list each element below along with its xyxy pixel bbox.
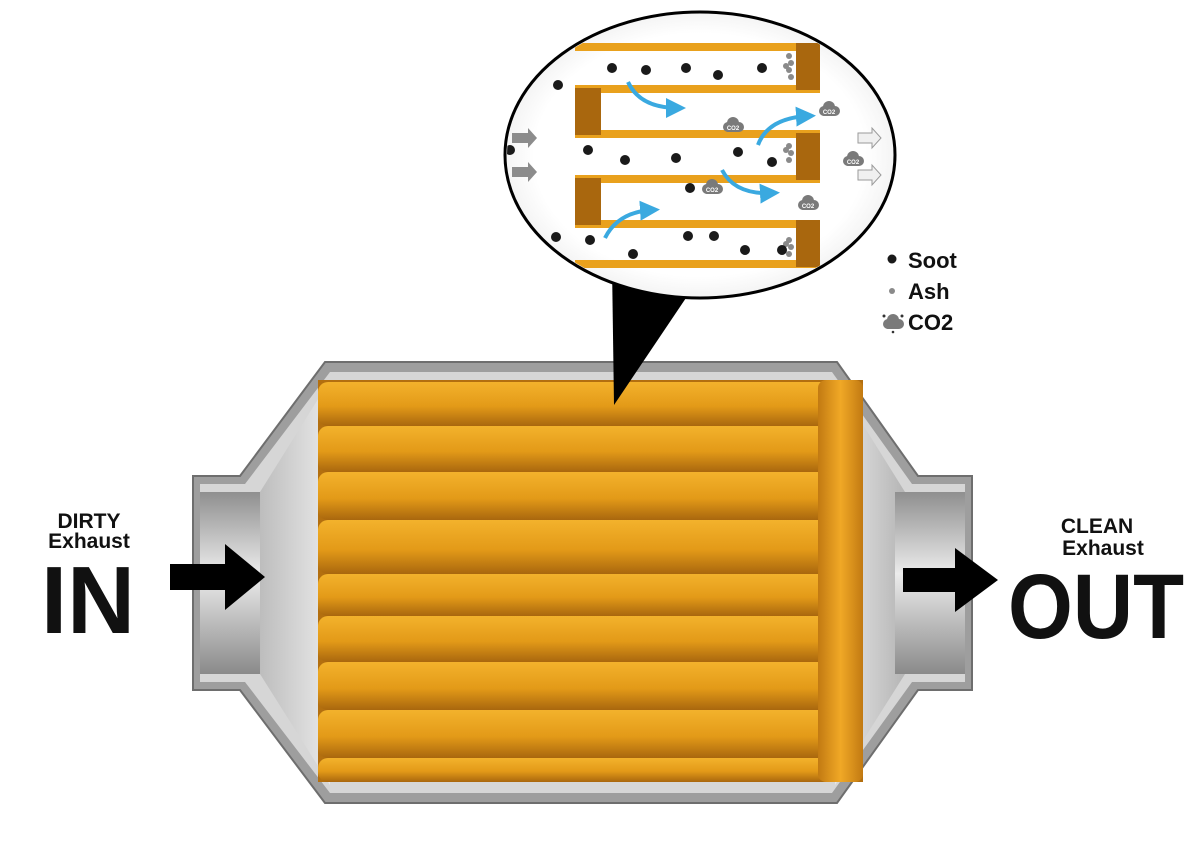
channel-plug-left (575, 178, 601, 225)
ash-cluster (783, 53, 794, 257)
co2-cloud-text: CO2 (847, 160, 860, 166)
filter-rib (318, 520, 836, 574)
channel-plug-right (796, 220, 820, 267)
outlet-big-label: OUT (1008, 556, 1184, 658)
outlet-label-line2: Exhaust (1062, 537, 1144, 560)
inlet-label-line1: DIRTY (58, 510, 121, 533)
wall-flow-arrow-icon (756, 106, 816, 146)
wall-flow-arrow-icon (603, 200, 660, 239)
callout-bubble (503, 10, 897, 300)
soot-particle-icon (671, 153, 681, 163)
inlet-group: DIRTY Exhaust IN (41, 510, 265, 654)
legend-label-co2-text: CO2 (908, 310, 953, 335)
soot-particle-icon (685, 183, 695, 193)
legend-item-soot: Soot (887, 248, 958, 273)
channel-plug-right (796, 43, 820, 90)
filter-rib (318, 758, 836, 782)
inlet-arrow-icon (170, 544, 265, 610)
soot-particle-icon (740, 245, 750, 255)
channel-wall (575, 130, 820, 138)
filter-rib (318, 472, 836, 520)
channel-plug-right (796, 133, 820, 180)
wall-flow-arrow-icon (720, 168, 780, 204)
inlet-cone (260, 380, 330, 785)
co2-cloud-icon: CO2 (843, 151, 864, 166)
channel-wall (575, 85, 820, 93)
co2-cloud-icon: CO2 (819, 101, 840, 116)
soot-particle-icon (887, 254, 897, 264)
filter-rib (318, 710, 836, 758)
soot-particle-icon (553, 80, 563, 90)
filter-rib (318, 616, 836, 662)
channel-plug-left (575, 88, 601, 135)
soot-particle-icon (757, 63, 767, 73)
soot-particle-icon (620, 155, 630, 165)
outflow-arrow-icon (857, 163, 882, 187)
outlet-arrow-icon (903, 548, 998, 612)
soot-particle-icon (607, 63, 617, 73)
filter-core (318, 380, 863, 782)
filter-rib (318, 574, 836, 616)
co2-cloud-text: CO2 (802, 204, 815, 210)
co2-cloud-icon: CO2 (723, 117, 744, 132)
outflow-arrow-icon (857, 126, 882, 150)
co2-cloud-icon: CO2 (798, 195, 819, 210)
inflow-arrow-icon (512, 162, 537, 182)
legend-item-co2: CO2 (882, 310, 953, 335)
legend-item-ash: Ash (889, 279, 950, 304)
inlet-label-line2: Exhaust (48, 530, 130, 553)
co2-cloud-text: CO2 (706, 188, 719, 194)
soot-particle-icon (683, 231, 693, 241)
soot-particle-icon (585, 235, 595, 245)
soot-particle-icon (767, 157, 777, 167)
filter-rib (318, 662, 836, 710)
inflow-arrow-icon (512, 128, 537, 148)
soot-particle-icon (681, 63, 691, 73)
co2-cloud-text: CO2 (727, 126, 740, 132)
inlet-big-label: IN (41, 547, 135, 654)
callout-pointer (612, 265, 690, 405)
soot-particle-icon (628, 249, 638, 259)
ash-particle-icon (889, 288, 895, 294)
channel-wall (575, 220, 820, 228)
co2-cloud-icon: CO2 (702, 179, 723, 194)
soot-particle-icon (777, 245, 787, 255)
outlet-group: CLEAN Exhaust OUT (903, 515, 1184, 658)
legend-label-soot: Soot (908, 248, 958, 273)
soot-particles (507, 63, 787, 259)
channel-wall (575, 43, 820, 51)
soot-particle-icon (583, 145, 593, 155)
channel-wall (575, 260, 820, 268)
outlet-label-line1: CLEAN (1061, 515, 1133, 538)
filter-rib (318, 382, 836, 426)
legend-label-ash: Ash (908, 279, 950, 304)
soot-particle-icon (709, 231, 719, 241)
filter-end-cap (818, 380, 863, 782)
wall-flow-arrow-icon (626, 81, 686, 118)
legend-label-co2: CO2 (908, 310, 953, 335)
soot-particle-icon (713, 70, 723, 80)
co2-cloud-text: CO2 (823, 110, 836, 116)
legend: Soot Ash CO2 (882, 248, 958, 335)
co2-cloud-icon (882, 314, 904, 334)
soot-particle-icon (551, 232, 561, 242)
soot-particle-icon (641, 65, 651, 75)
soot-particle-icon (733, 147, 743, 157)
soot-particle-icon (507, 145, 515, 155)
filter-rib (318, 426, 836, 472)
channel-wall (575, 175, 820, 183)
